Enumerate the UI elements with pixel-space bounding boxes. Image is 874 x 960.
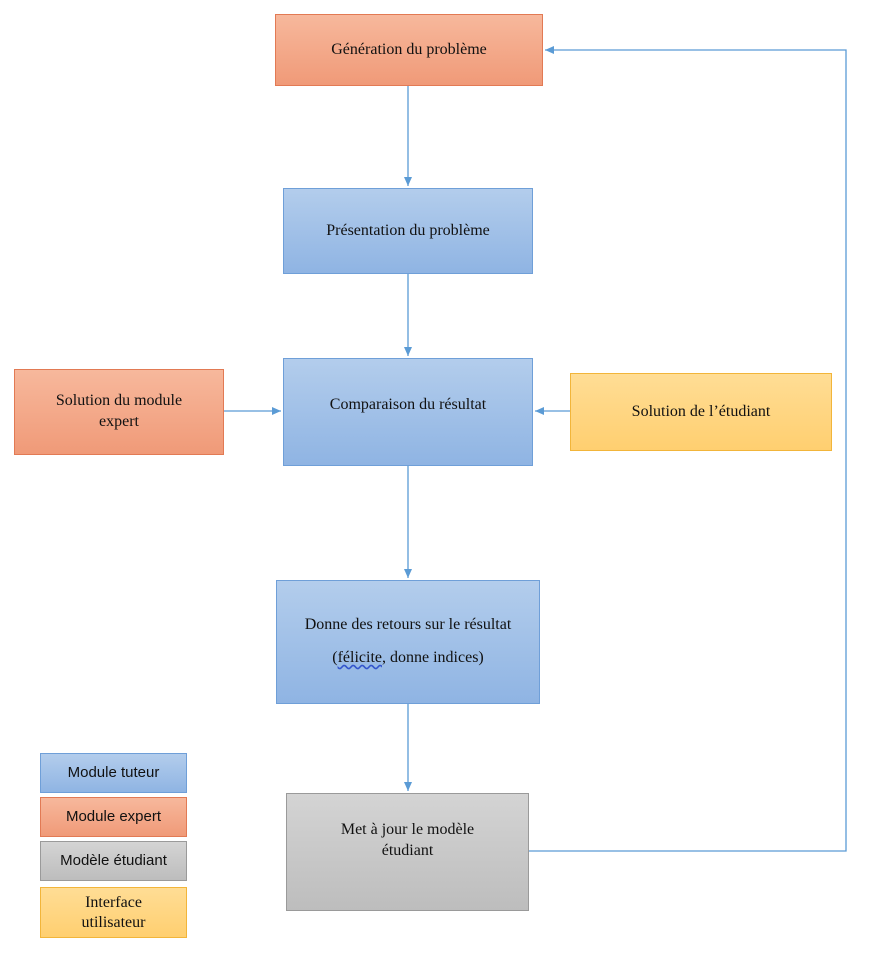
node-retours-label-line1: Donne des retours sur le résultat [304, 616, 512, 634]
node-retours-spellcheck-word: félicite [337, 649, 382, 666]
node-comparaison-label: Comparaison du résultat [329, 396, 487, 413]
node-presentation-probleme: Présentation du problème [283, 188, 533, 274]
node-retours-resultat: Donne des retours sur le résultat (félic… [276, 580, 540, 704]
node-retours-paren: ( [332, 649, 338, 666]
node-generation-probleme: Génération du problème [275, 14, 543, 86]
node-solution-module-expert: Solution du module expert [14, 369, 224, 455]
node-solution-etudiant-label: Solution de l’étudiant [631, 402, 771, 420]
legend-module-expert: Module expert [40, 797, 187, 837]
node-solution-expert-label: Solution du module expert [55, 392, 183, 430]
node-solution-etudiant: Solution de l’étudiant [570, 373, 832, 451]
legend-interface-label: Interface utilisateur [81, 893, 146, 931]
node-retours-label-line2: (félicite, donne indices) [332, 648, 484, 669]
node-comparaison-resultat: Comparaison du résultat [283, 358, 533, 466]
legend-tuteur-label: Module tuteur [67, 763, 160, 781]
node-generation-label: Génération du problème [331, 40, 487, 58]
legend-modele-etudiant: Modèle étudiant [40, 841, 187, 881]
node-retours-rest: , donne indices) [382, 649, 484, 666]
legend-module-tuteur: Module tuteur [40, 753, 187, 793]
node-mise-a-jour-modele: Met à jour le modèle étudiant [286, 793, 529, 911]
node-presentation-label: Présentation du problème [326, 221, 490, 239]
legend-etudiant-label: Modèle étudiant [60, 851, 167, 869]
legend-interface-utilisateur: Interface utilisateur [40, 887, 187, 938]
node-maj-label: Met à jour le modèle étudiant [340, 821, 475, 859]
legend-expert-label: Module expert [65, 807, 162, 825]
